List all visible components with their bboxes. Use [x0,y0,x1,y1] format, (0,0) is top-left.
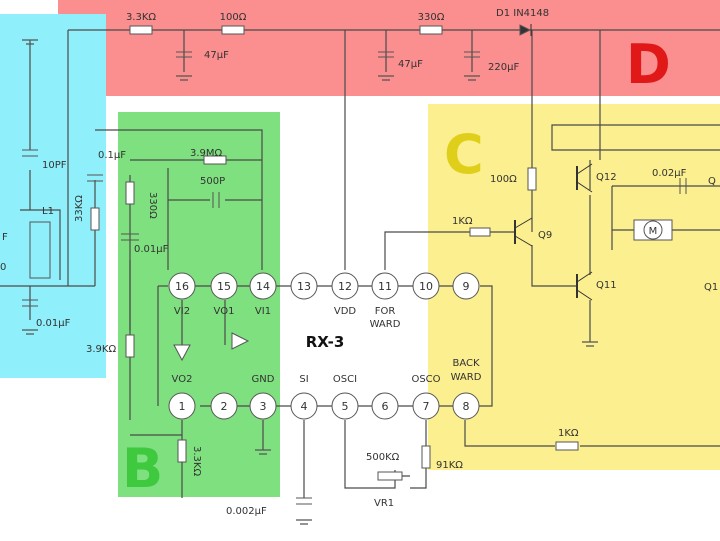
name-label: RX-3 [306,333,345,351]
zone-a-highlight [0,14,106,378]
ic-pin-11 [371,272,399,300]
ic-pin-number: 13 [297,280,311,293]
c-0p01uf-b-label: 0.01μF [134,244,169,255]
ic-pin-number: 14 [256,280,270,293]
partial-left-label: 0 [0,262,6,273]
ic-pin-number: 9 [463,280,470,293]
c-47uf-a-label: 47μF [204,50,229,61]
r-3p9m-label: 3.9MΩ [190,148,223,159]
ic-pin-number: 15 [217,280,231,293]
r-330-top-label: 330Ω [418,12,445,23]
vdd-label: VDD [334,306,357,317]
ic-pin-number: 2 [221,400,228,413]
ic-pin-4 [290,392,318,420]
osco-label: OSCO [411,374,440,385]
ic-pin-7 [412,392,440,420]
si-label: SI [299,374,308,385]
r-500k-label: 500KΩ [366,452,400,463]
ic-pin-1 [168,392,196,420]
r-1k-c-label: 1KΩ [452,216,473,227]
forward-2-label: WARD [370,319,401,330]
ic-pin-number: 8 [463,400,470,413]
c-0p01uf-a-label: 0.01μF [36,318,71,329]
motor-label: M [649,226,658,237]
ic-pin-9 [452,272,480,300]
r-33k-label: 33KΩ [74,195,85,222]
ic-pin-number: 1 [179,400,186,413]
r-330-b-label: 330Ω [147,192,158,219]
c-47uf-b-label: 47μF [398,59,423,70]
gnd-label: GND [252,374,275,385]
q-partial-right-label: Q1 [704,282,718,293]
ic-pin-16 [168,272,196,300]
l1-label: L1 [42,206,54,217]
ic-pin-5 [331,392,359,420]
backward-1-label: BACK [452,358,480,369]
ic-pin-15 [210,272,238,300]
r-3k3-top-label: 3.3KΩ [126,12,156,23]
c-10pf-label: 10PF [42,160,67,171]
ic-pin-number: 4 [301,400,308,413]
ic-pin-12 [331,272,359,300]
c-500p-label: 500P [200,176,225,187]
r-100-c-label: 100Ω [490,174,517,185]
ic-pin-number: 11 [378,280,392,293]
ic-pin-number: 7 [423,400,430,413]
q12-label: Q12 [596,172,617,183]
q-partial-label: Q [708,176,716,187]
zone-label-c: C [444,123,484,186]
r-91k-label: 91KΩ [436,460,463,471]
ic-pin-3 [249,392,277,420]
ic-pin-number: 16 [175,280,189,293]
ic-pin-6 [371,392,399,420]
vi1-label: VI1 [255,306,271,317]
ic-pin-number: 3 [260,400,267,413]
vr1-label: VR1 [374,498,394,509]
zone-label-d: D [626,33,671,96]
q9-label: Q9 [538,230,552,241]
zone-b-highlight [118,112,280,497]
vo1-label: VO1 [214,306,235,317]
forward-1-label: FOR [375,306,396,317]
r-3p3k-b-label: 3.3KΩ [191,446,202,476]
vi2-label: VI2 [174,306,190,317]
ic-pin-13 [290,272,318,300]
partial-left-cap-label: F [2,232,8,243]
ic-pin-2 [210,392,238,420]
r-1k-bottom-label: 1KΩ [558,428,579,439]
r-3p9k-label: 3.9KΩ [86,344,116,355]
ic-pin-number: 5 [342,400,349,413]
ic-pin-number: 6 [382,400,389,413]
ic-pin-number: 12 [338,280,352,293]
ic-pin-8 [452,392,480,420]
c-220uf-label: 220μF [488,62,519,73]
vo2-label: VO2 [172,374,193,385]
c-0p02uf-label: 0.02μF [652,168,687,179]
backward-2-label: WARD [451,372,482,383]
c-0p1uf-label: 0.1μF [98,150,126,161]
c-0p002uf-label: 0.002μF [226,506,267,517]
ic-pin-14 [249,272,277,300]
osci-label: OSCI [333,374,357,385]
q11-label: Q11 [596,280,617,291]
d1-label: D1 IN4148 [496,8,549,19]
ic-pin-number: 10 [419,280,433,293]
r-100-top-label: 100Ω [220,12,247,23]
ic-pin-10 [412,272,440,300]
zone-label-b: B [122,437,164,500]
